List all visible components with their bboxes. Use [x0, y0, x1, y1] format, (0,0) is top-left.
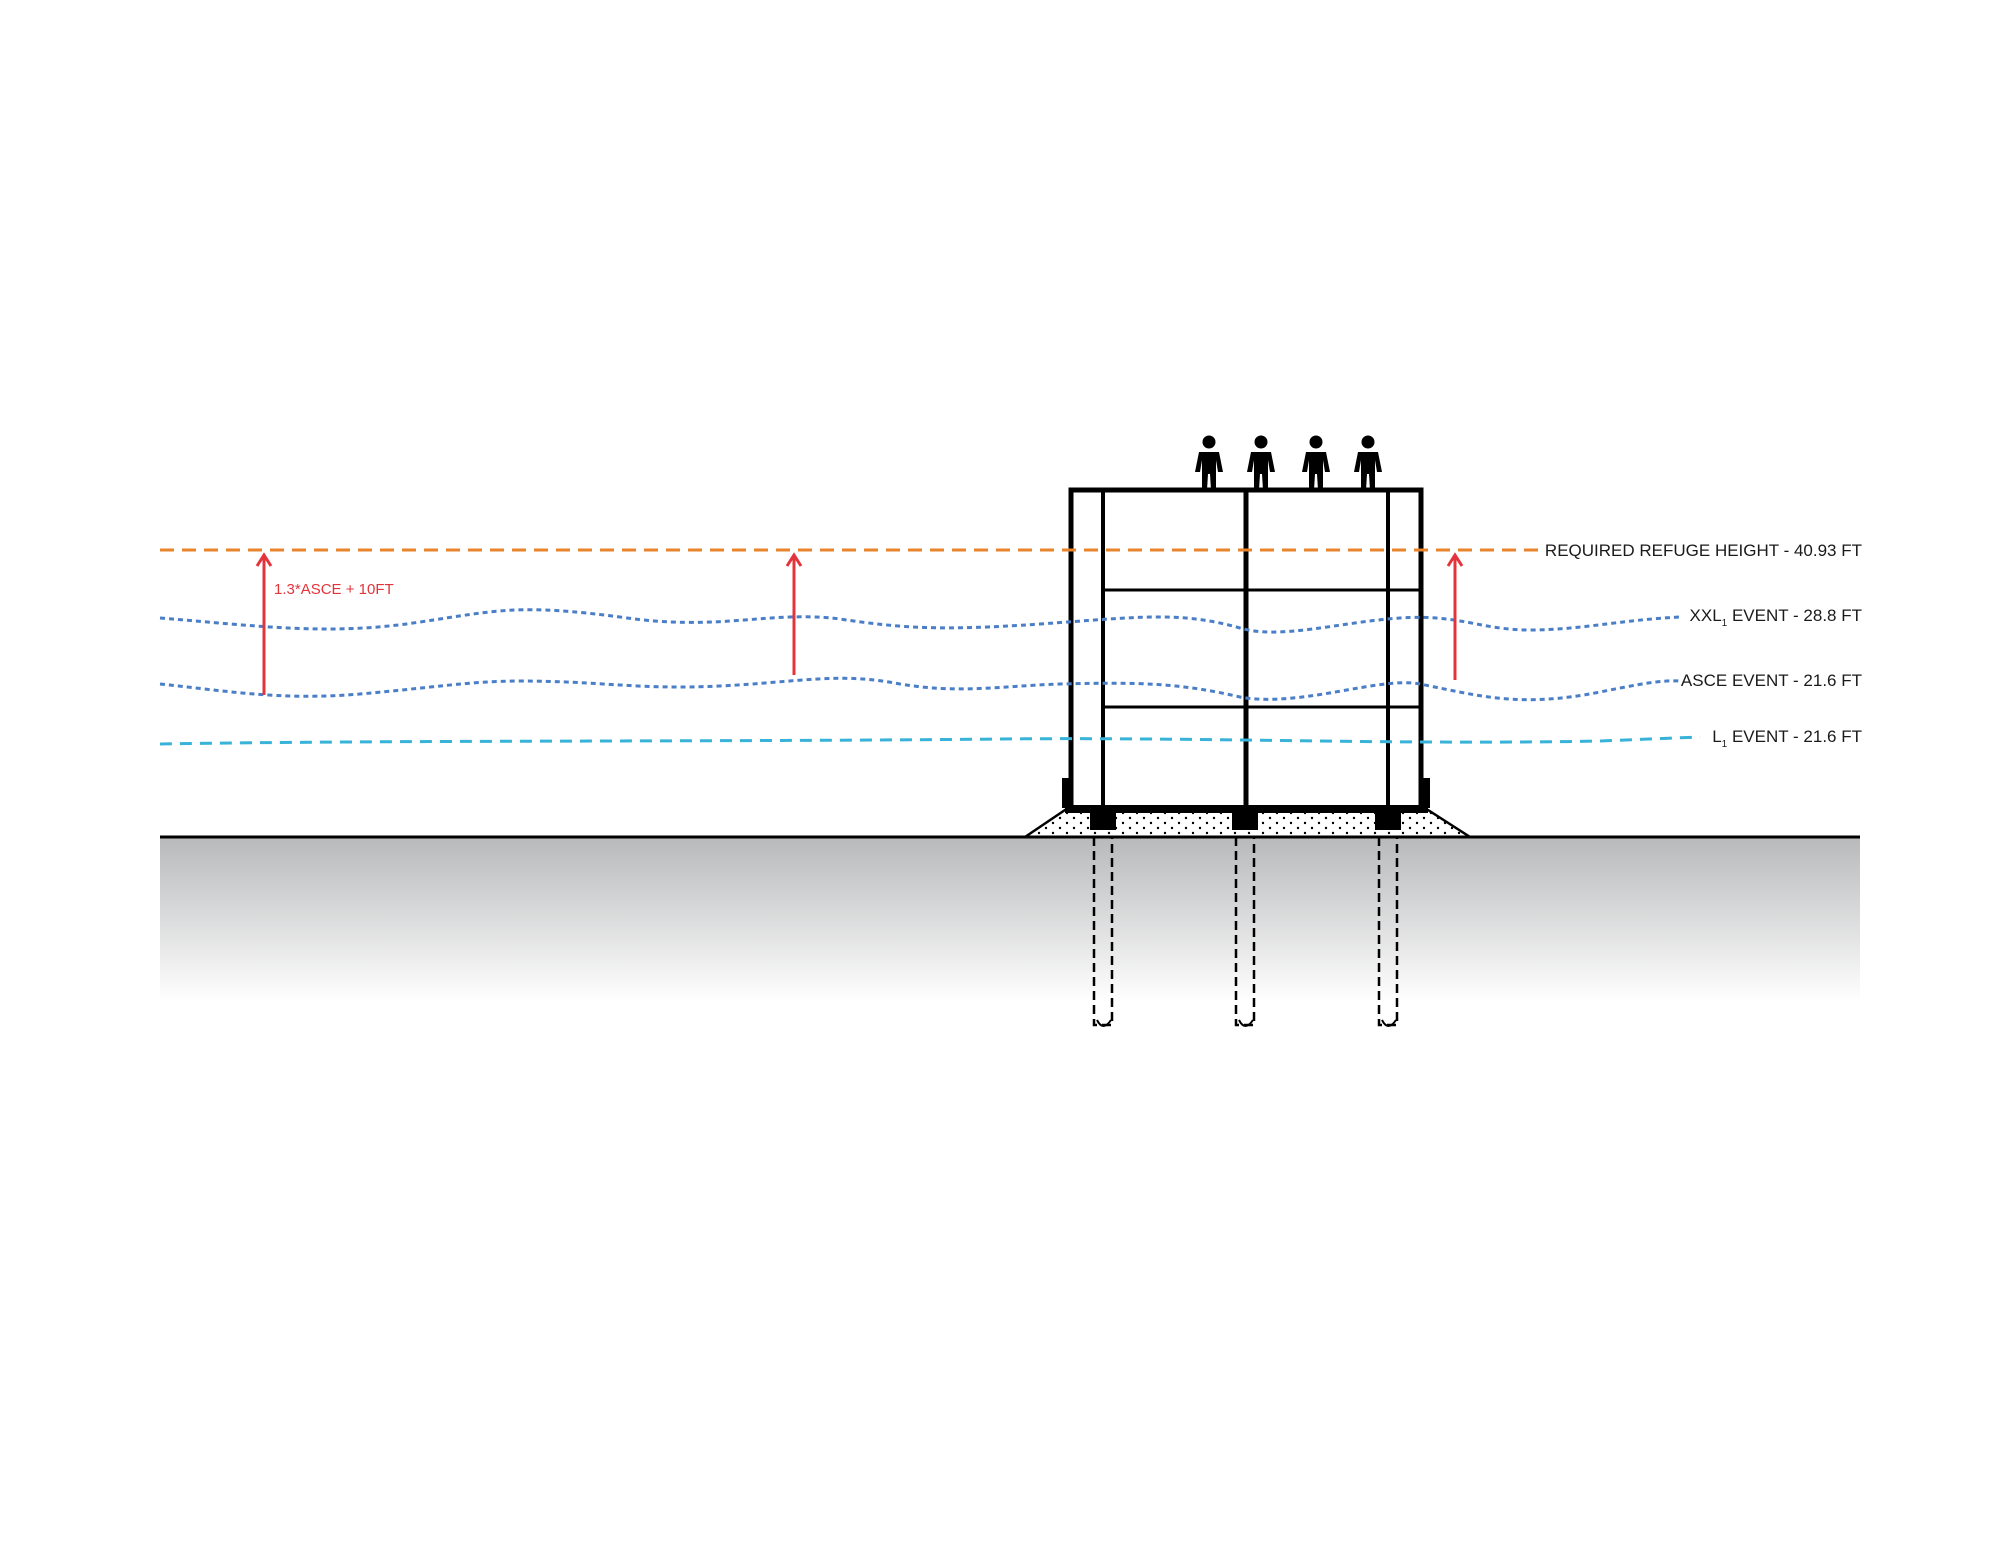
pile-cap-center — [1232, 812, 1258, 830]
l1-event-line — [159, 735, 1701, 746]
xxl-event-wave — [159, 608, 1681, 634]
person-icon — [1195, 435, 1223, 490]
ground-fill — [160, 837, 1860, 1002]
building — [1068, 487, 1424, 811]
refuge-arrows — [255, 552, 1464, 695]
arrow-up-icon — [255, 552, 273, 695]
l1-event-label-main: L — [1712, 727, 1721, 746]
arrow-up-icon — [1446, 552, 1464, 680]
pile-cap-right — [1375, 812, 1401, 830]
xxl-event-label-sub: 1 — [1722, 618, 1728, 629]
l1-event-label-rest: EVENT - 21.6 FT — [1727, 727, 1862, 746]
xxl-event-label-main: XXL — [1690, 606, 1722, 625]
xxl-event-label-rest: EVENT - 28.8 FT — [1727, 606, 1862, 625]
asce-event-label: ASCE EVENT - 21.6 FT — [1681, 671, 1862, 690]
pile-cap-left — [1090, 812, 1116, 830]
person-icon — [1247, 435, 1275, 490]
pile-tips — [1096, 1019, 1397, 1027]
pile-caps — [1090, 812, 1401, 830]
xxl-event-label: XXL1 EVENT - 28.8 FT — [1690, 606, 1862, 629]
building-base-left — [1062, 778, 1072, 808]
l1-event-label-sub: 1 — [1722, 739, 1728, 750]
person-icon — [1354, 435, 1382, 490]
refuge-height-label: REQUIRED REFUGE HEIGHT - 40.93 FT — [1545, 541, 1862, 560]
formula-annotation: 1.3*ASCE + 10FT — [274, 581, 394, 598]
person-icon — [1302, 435, 1330, 490]
building-base-right — [1420, 778, 1430, 808]
asce-event-wave — [159, 676, 1681, 702]
people-on-roof — [1195, 435, 1382, 490]
l1-event-label: L1 EVENT - 21.6 FT — [1712, 727, 1862, 750]
arrow-up-icon — [785, 552, 803, 675]
